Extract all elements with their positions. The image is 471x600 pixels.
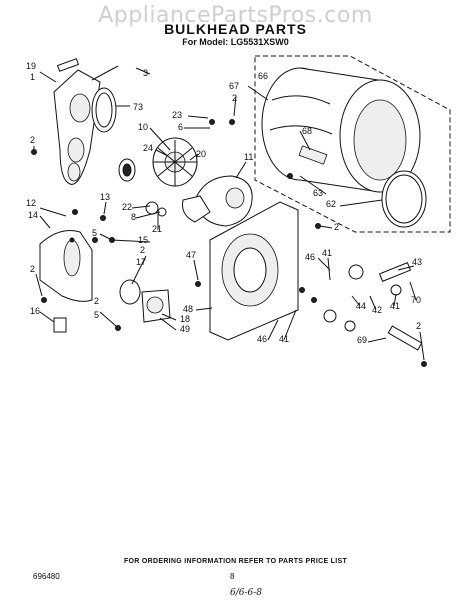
screw-fasteners [31,119,427,367]
callout-2-c: 2 [334,222,339,232]
callout-69: 69 [357,335,367,345]
drum-roller-part [323,264,402,332]
callout-66: 66 [258,71,268,81]
callout-46-a: 46 [305,252,315,262]
callout-44: 44 [356,301,366,311]
drum-dashed-outline [254,55,451,233]
switch-bracket-part [53,317,67,333]
callout-2-a: 2 [232,93,237,103]
callout-49: 49 [180,324,190,334]
callout-2-b: 2 [30,135,35,145]
callout-47: 47 [186,250,196,260]
callout-21: 21 [152,224,162,234]
callout-43: 43 [412,257,422,267]
ordering-note: FOR ORDERING INFORMATION REFER TO PARTS … [123,558,348,565]
handwritten-note: 6/6-6-8 [230,588,263,598]
model-line: For Model: LG5531XSW0 [182,37,289,47]
callout-23: 23 [172,110,182,120]
bulkhead-panel-part [209,201,299,341]
callout-11: 11 [244,152,253,162]
callout-10: 10 [138,122,148,132]
callout-2-e: 2 [30,264,35,274]
callout-67: 67 [229,81,239,91]
leader-lines [33,67,425,361]
callout-68: 68 [302,126,312,136]
callout-3: 3 [143,68,148,78]
callout-labels: 19 1 3 73 23 6 2 67 66 10 24 20 2 68 11 … [26,61,422,345]
callout-46-b: 46 [257,334,267,344]
callout-2-g: 2 [416,321,421,331]
belt-idler-part [378,262,423,351]
callout-12: 12 [26,198,36,208]
callout-6: 6 [178,122,183,132]
callout-70: 70 [411,295,421,305]
callout-8: 8 [131,212,136,222]
callout-62: 62 [326,199,336,209]
callout-2-d: 2 [140,245,145,255]
blower-wheel-part [152,137,198,187]
document-code: 696480 [33,572,60,581]
callout-73: 73 [133,102,143,112]
callout-14: 14 [28,210,38,220]
callout-41-b: 41 [390,301,400,311]
page-number: 8 [230,572,235,581]
callout-48: 48 [183,304,193,314]
callout-2-f: 2 [94,296,99,306]
callout-18: 18 [180,314,190,324]
callout-22: 22 [122,202,132,212]
callout-5-a: 5 [92,228,97,238]
watermark: AppliancePartsPros.com [98,3,373,28]
callout-17: 17 [136,257,146,267]
callout-42: 42 [372,305,382,315]
callout-20: 20 [196,149,206,159]
callout-24: 24 [143,143,153,153]
idler-pulley-part [145,201,167,217]
blower-seal-part [118,158,136,182]
callout-41-a: 41 [322,248,332,258]
front-bulkhead-part [39,230,93,302]
rear-panel-part [53,58,119,185]
callout-5-b: 5 [94,310,99,320]
callout-16: 16 [30,306,40,316]
gasket-part [91,87,117,133]
callout-1: 1 [30,72,35,82]
callout-13: 13 [100,192,110,202]
callout-63: 63 [313,188,323,198]
blower-housing-part [182,175,253,227]
callout-19: 19 [26,61,36,71]
drum-seal-ring [381,170,427,228]
drive-motor-part [119,279,171,323]
page-title: BULKHEAD PARTS [164,21,307,37]
callout-15: 15 [138,235,148,245]
